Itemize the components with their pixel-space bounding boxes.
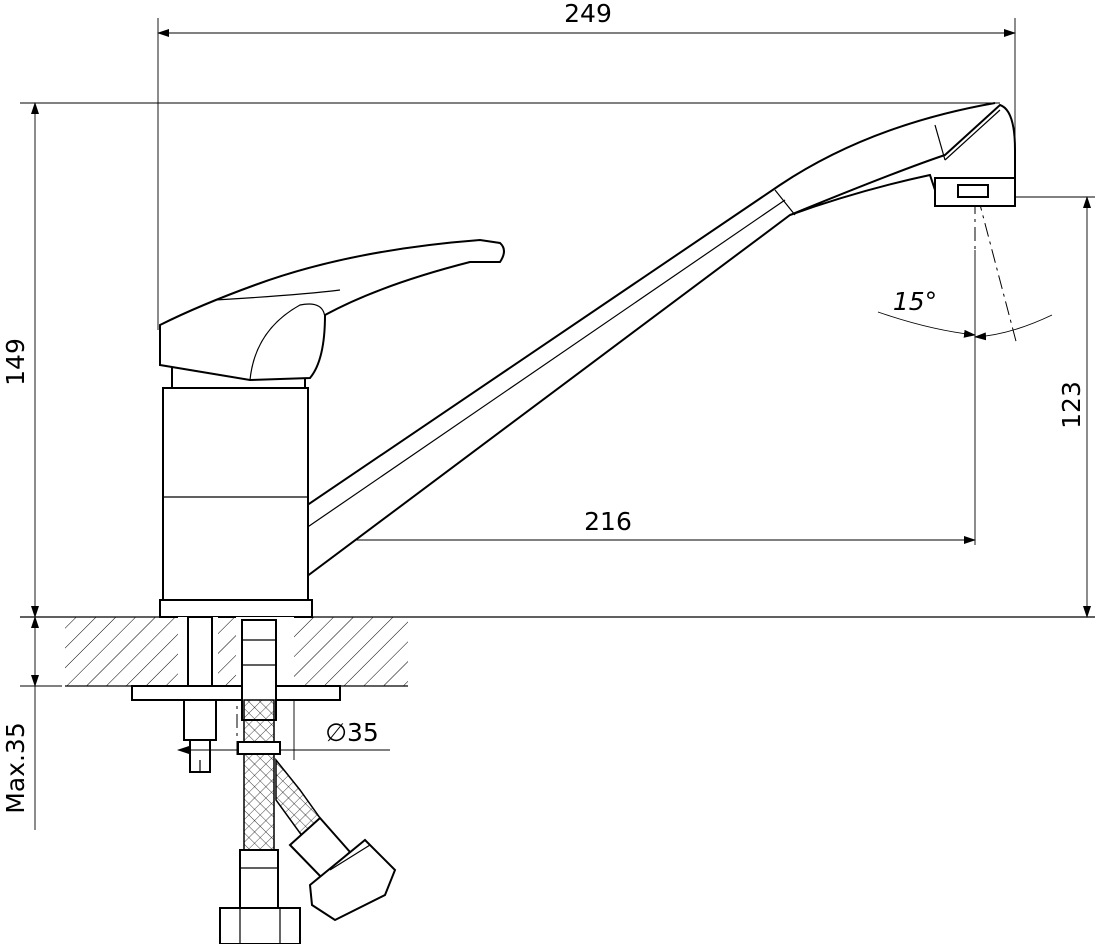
width-label: 249 — [564, 0, 612, 28]
supply-hoses — [219, 619, 397, 944]
faucet-spout — [286, 102, 1016, 586]
spout-reach-label: 216 — [584, 507, 632, 536]
diameter-label: ∅35 — [325, 718, 379, 747]
angle-label: 15° — [893, 287, 937, 316]
dimension-max-thickness: Max.35 — [1, 616, 62, 830]
dimension-swivel-angle: 15° — [877, 196, 1053, 346]
max-thickness-label: Max.35 — [1, 722, 30, 813]
faucet-body — [159, 363, 313, 618]
faucet-lever-handle — [159, 238, 505, 382]
mounting-stud — [183, 616, 217, 773]
height-label: 149 — [1, 338, 30, 386]
spout-height-label: 123 — [1057, 381, 1086, 429]
countertop-section — [65, 617, 408, 701]
dimension-hole-diameter: ∅35 — [177, 700, 390, 760]
dimension-overall-width: 249 — [157, 0, 1016, 330]
dimension-spout-height: 123 — [985, 196, 1095, 618]
dimension-overall-height: 149 — [1, 102, 1000, 618]
